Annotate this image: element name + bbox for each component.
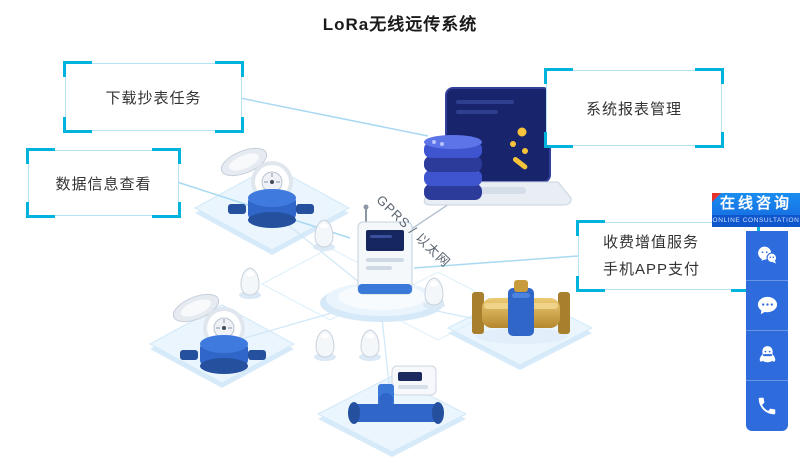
download-task-label: 下载抄表任务 <box>105 89 202 107</box>
phone-icon <box>758 397 776 415</box>
page-title: LoRa无线远传系统 <box>322 15 478 34</box>
wechat-icon <box>757 246 777 264</box>
corner-bracket <box>215 61 244 77</box>
consult-title: 在线咨询 <box>719 195 792 212</box>
wireless-sensor-illustration <box>422 277 446 310</box>
corner-bracket <box>63 61 92 77</box>
corner-bracket <box>152 148 181 164</box>
antenna-icon <box>363 204 369 210</box>
value-service-label-line1: 收费增值服务 <box>603 234 700 251</box>
label-box-value-service: 收费增值服务 手机APP支付 <box>576 220 760 292</box>
chat-bubble-icon <box>757 296 777 315</box>
corner-bracket <box>215 117 244 133</box>
consult-subtitle: ONLINE CONSULTATION <box>712 215 800 227</box>
wireless-sensor-illustration <box>358 329 382 362</box>
gas-meter-illustration <box>348 365 444 424</box>
corner-bracket <box>152 202 181 218</box>
corner-bracket <box>695 68 724 84</box>
value-service-label-line2: 手机APP支付 <box>603 261 701 278</box>
corner-bracket <box>544 68 573 84</box>
corner-bracket <box>544 132 573 148</box>
server-stack <box>424 135 482 200</box>
wechat-button[interactable] <box>746 231 788 281</box>
chat-button[interactable] <box>746 281 788 331</box>
corner-bracket <box>576 220 605 236</box>
qq-icon <box>759 346 775 363</box>
brass-flow-meter-illustration <box>472 280 570 344</box>
corner-bracket <box>63 117 92 133</box>
ribbon-accent <box>712 193 721 202</box>
consult-sidebar <box>746 231 788 431</box>
label-box-download-task: 下载抄表任务 <box>63 61 244 133</box>
corner-bracket <box>576 276 605 292</box>
corner-bracket <box>26 202 55 218</box>
server-laptop-illustration <box>423 87 572 206</box>
phone-button[interactable] <box>746 381 788 431</box>
label-box-report-mgmt: 系统报表管理 <box>544 68 724 148</box>
report-mgmt-label: 系统报表管理 <box>585 100 682 118</box>
concentrator-illustration <box>357 204 413 295</box>
qq-button[interactable] <box>746 331 788 381</box>
corner-bracket <box>695 132 724 148</box>
wireless-sensor-illustration <box>238 267 262 300</box>
online-consult-banner[interactable]: 在线咨询 ONLINE CONSULTATION <box>712 193 800 227</box>
wireless-sensor-illustration <box>313 329 337 362</box>
corner-bracket <box>26 148 55 164</box>
label-box-data-view: 数据信息查看 <box>26 148 181 218</box>
data-view-label: 数据信息查看 <box>55 175 152 193</box>
